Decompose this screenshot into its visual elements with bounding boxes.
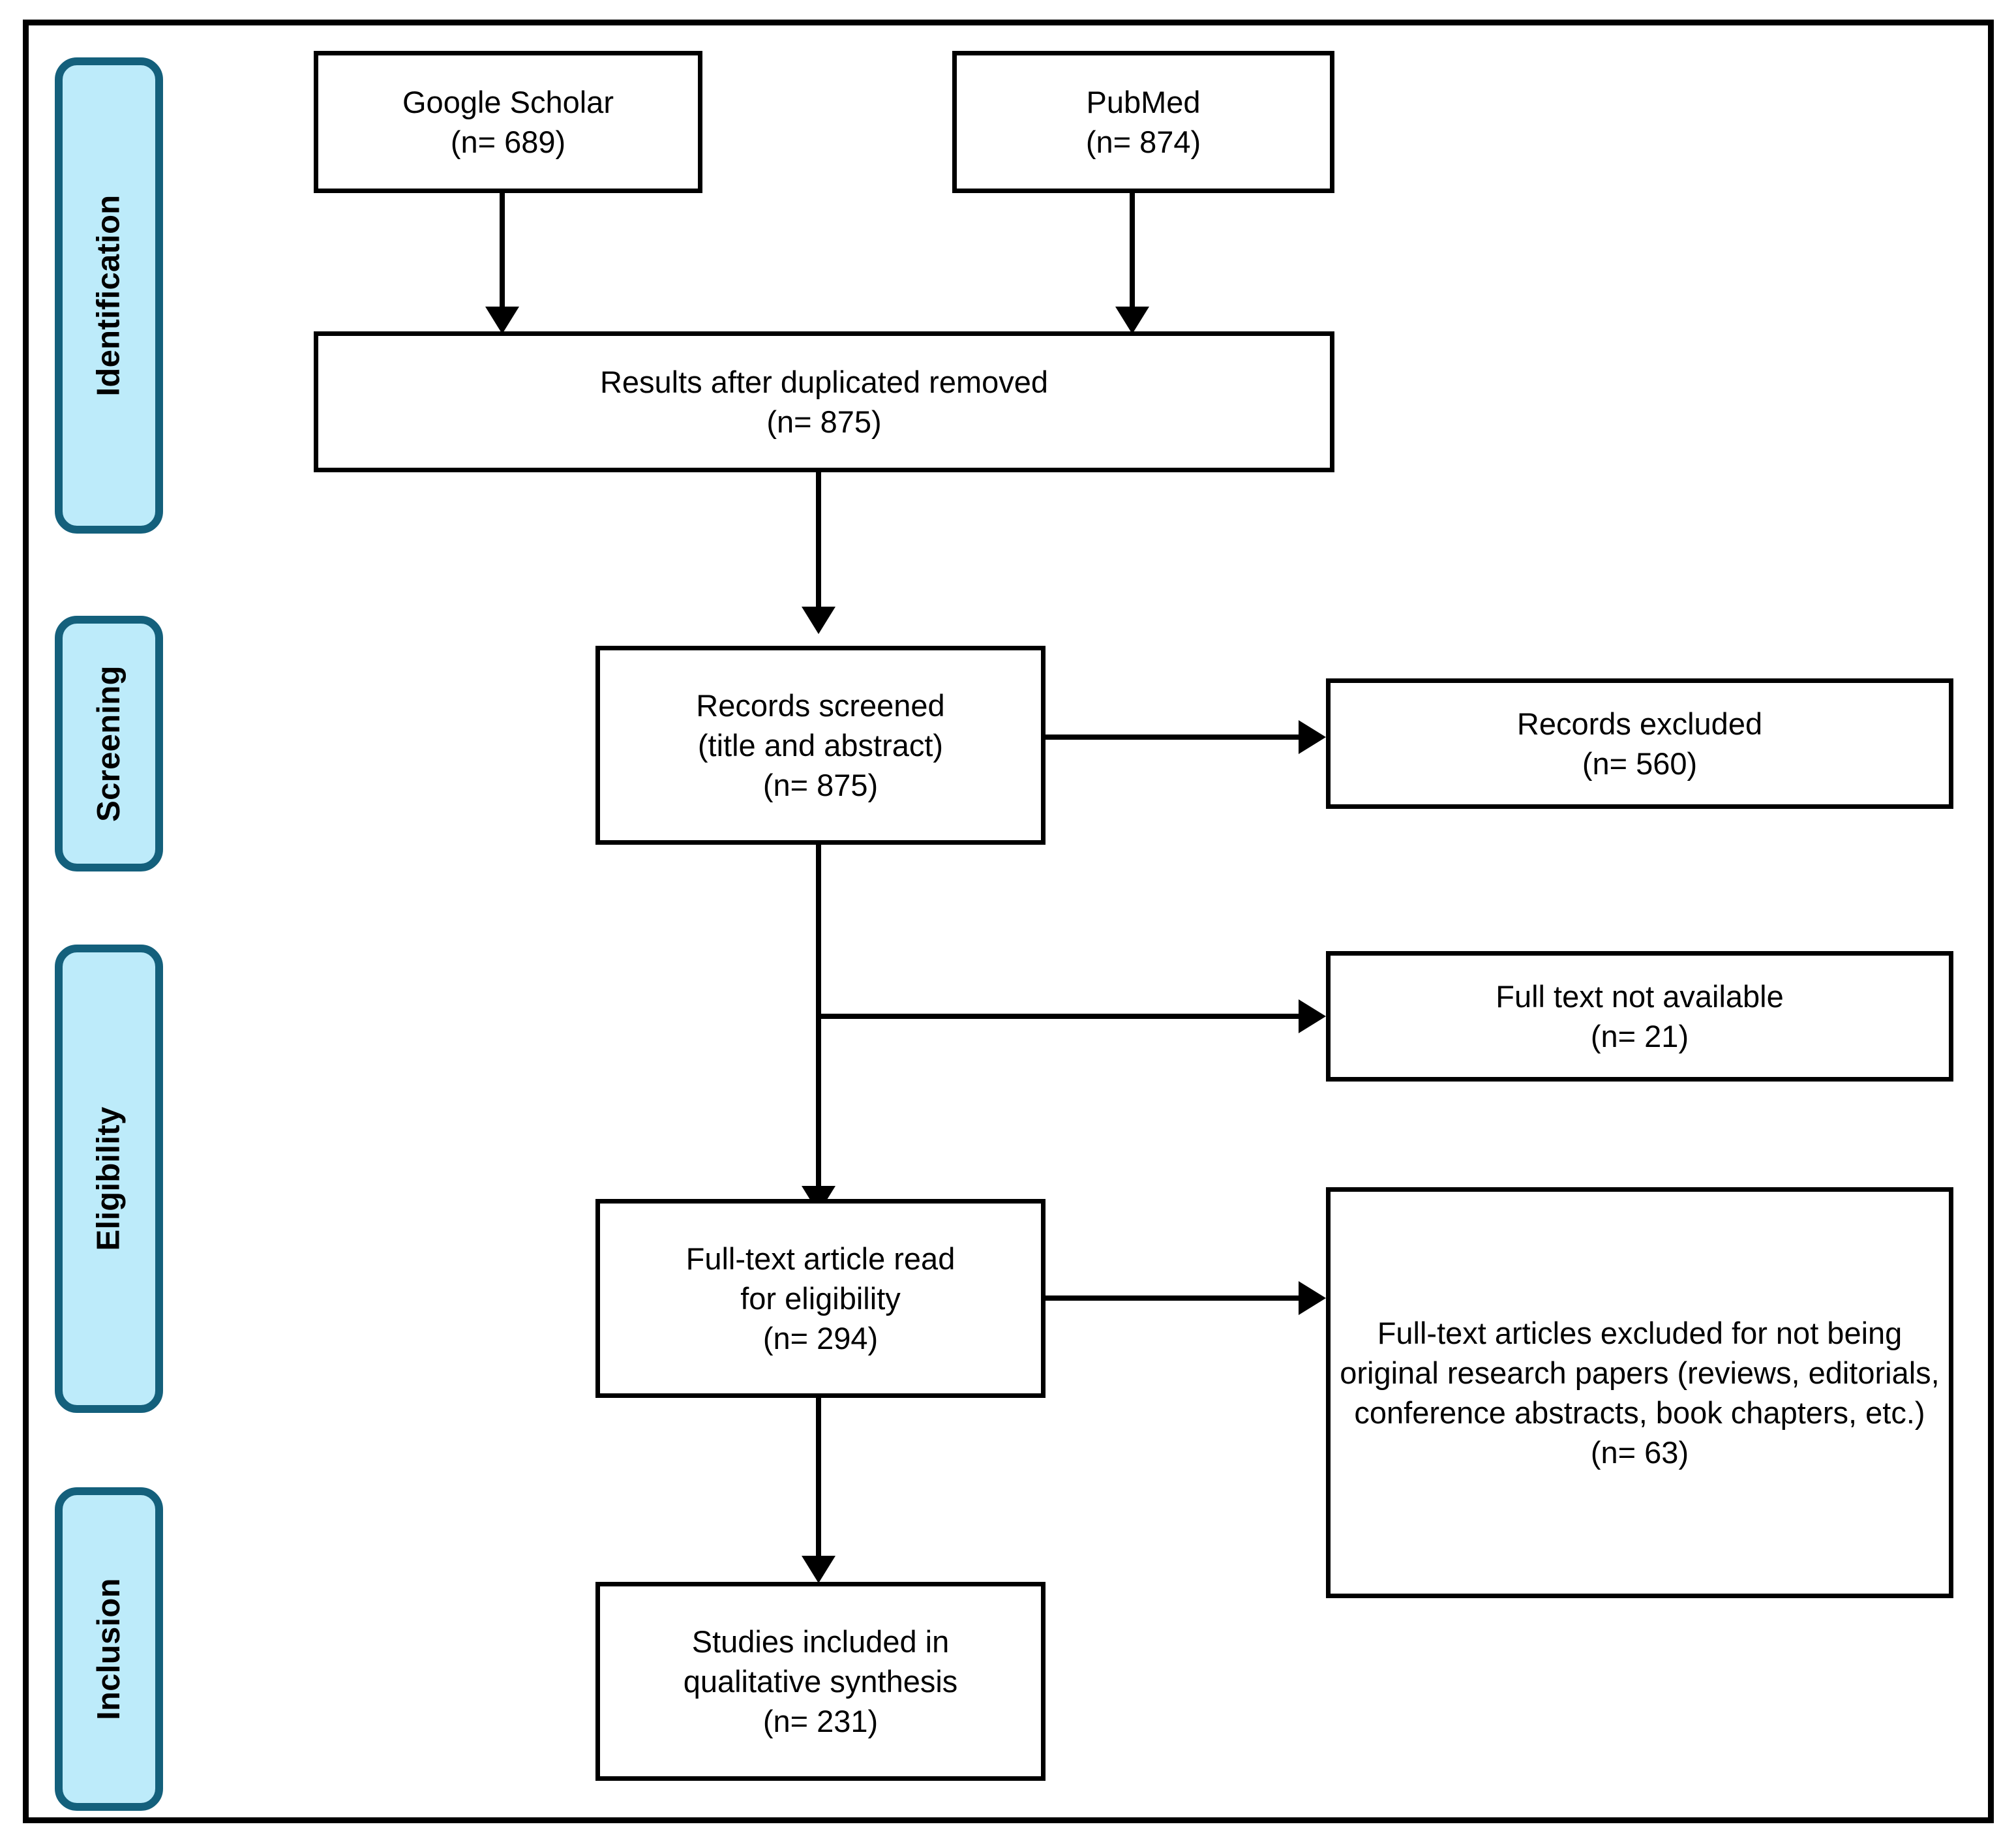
records-screened-label: Records screened bbox=[696, 688, 945, 723]
studies-included-count: (n= 231) bbox=[762, 1704, 879, 1739]
google-scholar-count: (n= 689) bbox=[450, 125, 566, 159]
stage-pill-identification: Identification bbox=[55, 57, 163, 534]
box-duplicates-removed: Results after duplicated removed (n= 875… bbox=[314, 331, 1334, 472]
box-full-text-not-available: Full text not available (n= 21) bbox=[1326, 951, 1953, 1082]
full-text-read-count: (n= 294) bbox=[762, 1321, 879, 1356]
stage-pill-screening: Screening bbox=[55, 616, 163, 871]
connector-google-scholar-to-duplicates bbox=[500, 193, 505, 322]
duplicates-removed-label: Results after duplicated removed bbox=[599, 364, 1049, 399]
arrowhead-fulltext-to-excluded bbox=[1299, 1281, 1326, 1315]
connector-fulltext-to-excluded bbox=[1046, 1295, 1303, 1301]
stage-label-screening: Screening bbox=[91, 665, 127, 822]
records-excluded-label: Records excluded bbox=[1516, 706, 1763, 741]
stage-label-inclusion: Inclusion bbox=[91, 1578, 127, 1720]
arrowhead-duplicates-to-screened bbox=[802, 607, 835, 634]
google-scholar-name: Google Scholar bbox=[402, 84, 614, 119]
full-text-excluded-label: Full-text articles excluded for not bein… bbox=[1340, 1315, 1940, 1430]
connector-duplicates-to-screened bbox=[816, 472, 821, 622]
box-full-text-excluded: Full-text articles excluded for not bein… bbox=[1326, 1187, 1953, 1598]
connector-screened-to-fulltext-trunk bbox=[816, 845, 821, 1200]
arrowhead-screened-to-not-available bbox=[1299, 999, 1326, 1033]
box-studies-included: Studies included in qualitative synthesi… bbox=[595, 1582, 1046, 1781]
records-screened-sublabel: (title and abstract) bbox=[697, 727, 944, 763]
stage-label-eligibility: Eligibility bbox=[91, 1106, 127, 1251]
connector-screened-to-excluded bbox=[1046, 735, 1303, 740]
box-records-excluded: Records excluded (n= 560) bbox=[1326, 678, 1953, 809]
records-screened-count: (n= 875) bbox=[762, 768, 879, 803]
arrowhead-fulltext-to-included bbox=[802, 1556, 835, 1583]
box-google-scholar: Google Scholar (n= 689) bbox=[314, 51, 702, 193]
arrowhead-pubmed-to-duplicates bbox=[1115, 307, 1149, 334]
duplicates-removed-count: (n= 875) bbox=[766, 404, 882, 439]
arrowhead-screened-to-excluded bbox=[1299, 720, 1326, 754]
connector-screened-to-not-available bbox=[816, 1014, 1303, 1019]
pubmed-count: (n= 874) bbox=[1085, 125, 1201, 159]
connector-pubmed-to-duplicates bbox=[1130, 193, 1135, 322]
pubmed-name: PubMed bbox=[1086, 84, 1201, 119]
stage-pill-eligibility: Eligibility bbox=[55, 945, 163, 1413]
full-text-read-sublabel: for eligibility bbox=[740, 1280, 901, 1316]
box-pubmed: PubMed (n= 874) bbox=[952, 51, 1334, 193]
studies-included-sublabel: qualitative synthesis bbox=[683, 1663, 958, 1699]
box-records-screened: Records screened (title and abstract) (n… bbox=[595, 646, 1046, 845]
records-excluded-count: (n= 560) bbox=[1582, 746, 1698, 781]
full-text-excluded-count: (n= 63) bbox=[1590, 1435, 1689, 1470]
studies-included-label: Studies included in bbox=[691, 1624, 950, 1659]
full-text-not-available-label: Full text not available bbox=[1496, 978, 1784, 1014]
connector-fulltext-to-included bbox=[816, 1398, 821, 1571]
box-full-text-read: Full-text article read for eligibility (… bbox=[595, 1199, 1046, 1398]
arrowhead-google-scholar-to-duplicates bbox=[485, 307, 519, 334]
stage-pill-inclusion: Inclusion bbox=[55, 1487, 163, 1811]
full-text-read-label: Full-text article read bbox=[685, 1241, 955, 1276]
full-text-not-available-count: (n= 21) bbox=[1590, 1019, 1689, 1053]
stage-label-identification: Identification bbox=[91, 194, 127, 397]
